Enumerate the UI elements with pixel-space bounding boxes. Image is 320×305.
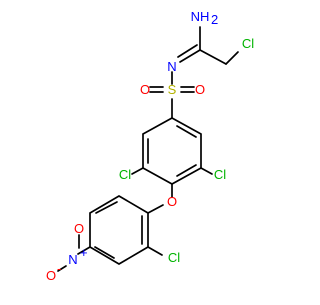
sulfonyl-oxygen-left-label: O: [140, 82, 150, 97]
sulfur-label: S: [168, 82, 177, 97]
bond-lower-ring-n: [77, 246, 91, 255]
bond-o-lower-ring: [147, 204, 164, 214]
upper-ring-double-1: [176, 125, 197, 138]
lower-benzene-ring: [89, 195, 149, 265]
nitro-oxygen-left-label: O: [46, 268, 56, 283]
bond-c-cl-methyl: [199, 49, 227, 65]
upper-benzene-ring: [142, 117, 202, 185]
upper-ring-double-2: [176, 164, 197, 177]
imine-nitrogen-label: N: [167, 59, 176, 74]
bond-c-n-double-2: [177, 44, 198, 58]
bond-ring-cl-right: [200, 167, 213, 175]
bond-c-n-double-1: [179, 49, 201, 63]
ring-chlorine-left-label: Cl: [119, 167, 131, 182]
molecule-structure: NH 2 N Cl S O O Cl Cl O Cl N + O O -: [46, 9, 254, 283]
ring-chlorine-right-label: Cl: [214, 167, 226, 182]
amine-subscript: 2: [211, 12, 218, 27]
sulfonyl-oxygen-right-label: O: [195, 82, 205, 97]
structure-canvas: NH 2 N Cl S O O Cl Cl O Cl N + O O -: [46, 9, 254, 283]
nitro-nitrogen-label: N: [68, 252, 77, 267]
nitro-oxygen-charge: -: [57, 261, 61, 276]
nitro-oxygen-top-label: O: [74, 221, 84, 236]
lower-ring-double-2: [94, 246, 115, 259]
bond-lower-ring-cl: [147, 246, 163, 256]
lower-ring-chlorine-label: Cl: [168, 250, 180, 265]
lower-ring-double-3: [95, 201, 118, 214]
bond-n-o-left: [57, 265, 67, 272]
bond-ring-cl-left: [131, 167, 144, 175]
nitro-nitrogen-charge: +: [80, 245, 88, 260]
chloromethyl-chlorine-label: Cl: [242, 36, 254, 51]
bond-ch2-cl: [225, 51, 239, 65]
amine-label: NH: [191, 9, 210, 24]
atom-labels: NH 2 N Cl S O O Cl Cl O Cl N + O O -: [46, 9, 254, 283]
ether-oxygen-label: O: [167, 194, 177, 209]
